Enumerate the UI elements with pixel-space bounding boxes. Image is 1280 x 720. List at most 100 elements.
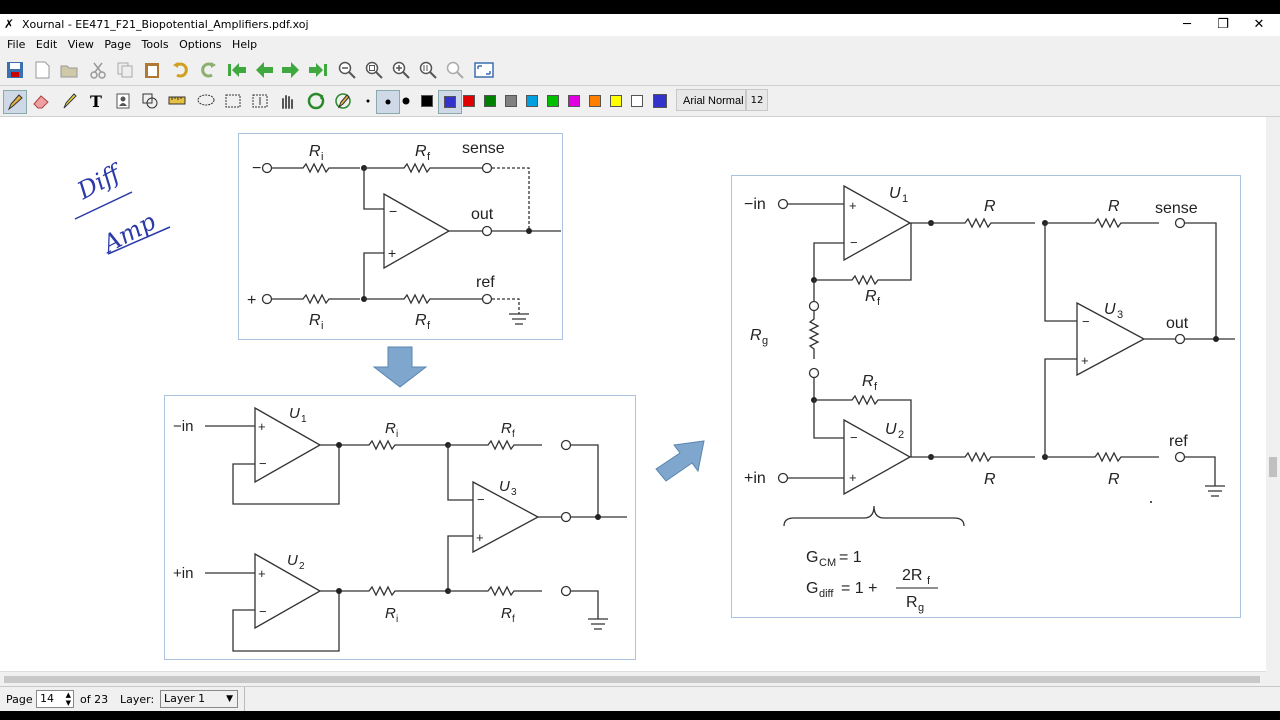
fullscreen-icon[interactable] bbox=[473, 59, 495, 81]
text-icon[interactable]: T bbox=[85, 90, 107, 112]
copy-icon[interactable] bbox=[114, 59, 136, 81]
thick-line-icon[interactable] bbox=[395, 90, 417, 112]
eraser-icon[interactable] bbox=[30, 90, 52, 112]
right-r-bot-right: R bbox=[1108, 471, 1120, 488]
previous-page-icon[interactable] bbox=[253, 59, 275, 81]
hand-icon[interactable] bbox=[276, 90, 298, 112]
bl-ri-bot: R bbox=[385, 605, 396, 622]
bl-u2-sub: 2 bbox=[299, 561, 305, 572]
shape-recognizer-icon[interactable] bbox=[139, 90, 161, 112]
pen-icon[interactable] bbox=[3, 90, 27, 114]
app-icon: ✗ bbox=[4, 17, 15, 31]
top-ri-bottom-sub: i bbox=[321, 320, 323, 332]
vertical-scroll-thumb[interactable] bbox=[1269, 457, 1277, 477]
ruler-icon[interactable] bbox=[166, 90, 188, 112]
page-label: Page bbox=[6, 693, 33, 706]
gdiff-frac-num-sub: f bbox=[927, 575, 931, 587]
undo-icon[interactable] bbox=[170, 59, 192, 81]
menu-view[interactable]: View bbox=[67, 38, 94, 51]
minimize-button[interactable]: ─ bbox=[1183, 17, 1191, 32]
svg-text:+: + bbox=[388, 245, 396, 261]
color-gray[interactable] bbox=[505, 95, 517, 107]
circuit-panel-instrumentation: −in +in U 1 U 2 U 3 R R R R R f R f R bbox=[731, 175, 1241, 618]
color-light-blue[interactable] bbox=[526, 95, 538, 107]
bl-u1-sub: 1 bbox=[301, 414, 307, 425]
first-page-icon[interactable] bbox=[226, 59, 248, 81]
color-orange[interactable] bbox=[589, 95, 601, 107]
svg-text:T: T bbox=[90, 92, 102, 110]
horizontal-scroll-thumb[interactable] bbox=[4, 676, 1260, 683]
page-number-input[interactable]: 14▲▼ bbox=[36, 690, 74, 708]
color-yellow[interactable] bbox=[610, 95, 622, 107]
bl-ri-bot-sub: i bbox=[396, 614, 398, 625]
svg-text:+: + bbox=[849, 198, 857, 213]
top-sense-label: sense bbox=[462, 140, 505, 157]
save-icon[interactable] bbox=[4, 59, 26, 81]
zoom-out-icon[interactable] bbox=[336, 59, 358, 81]
font-size[interactable]: 12 bbox=[746, 89, 768, 111]
menu-options[interactable]: Options bbox=[179, 38, 222, 51]
zoom-in-icon[interactable] bbox=[390, 59, 412, 81]
menu-help[interactable]: Help bbox=[232, 38, 258, 51]
svg-text:−: − bbox=[389, 203, 397, 219]
vertical-scrollbar[interactable] bbox=[1266, 117, 1280, 671]
color-selected-frame[interactable] bbox=[438, 90, 462, 114]
zoom-custom-icon[interactable] bbox=[444, 59, 466, 81]
highlighter-icon[interactable] bbox=[58, 90, 80, 112]
color-blue[interactable] bbox=[444, 96, 456, 108]
circuit-panel-basic: − + R i R f sense out ref R i R f − + bbox=[238, 133, 563, 340]
bl-rf-bot-sub: f bbox=[512, 614, 515, 625]
zoom-100-icon[interactable] bbox=[417, 59, 439, 81]
bl-ri-top-sub: i bbox=[396, 429, 398, 440]
color-magenta[interactable] bbox=[568, 95, 580, 107]
font-selector[interactable]: Arial Normal bbox=[676, 89, 746, 111]
menu-page[interactable]: Page bbox=[104, 38, 131, 51]
rect-select-icon[interactable] bbox=[222, 90, 244, 112]
menu-file[interactable]: File bbox=[7, 38, 26, 51]
redo-icon[interactable] bbox=[197, 59, 219, 81]
menu-edit[interactable]: Edit bbox=[35, 38, 58, 51]
layer-selector[interactable]: Layer 1▼ bbox=[160, 690, 238, 708]
cut-icon[interactable] bbox=[87, 59, 109, 81]
title-bar: ✗ Xournal - EE471_F21_Biopotential_Ampli… bbox=[0, 14, 1280, 36]
color-custom[interactable] bbox=[653, 94, 667, 108]
bl-u2-label: U bbox=[287, 552, 298, 569]
chevron-down-icon: ▼ bbox=[226, 694, 233, 704]
color-red[interactable] bbox=[463, 95, 475, 107]
top-ref-label: ref bbox=[476, 274, 495, 291]
svg-text:+: + bbox=[849, 470, 857, 485]
maximize-button[interactable]: ❐ bbox=[1217, 17, 1229, 32]
medium-line-icon[interactable] bbox=[376, 90, 400, 114]
default-tool-icon[interactable] bbox=[305, 90, 327, 112]
top-rf-sub: f bbox=[427, 151, 431, 163]
image-icon[interactable] bbox=[112, 90, 134, 112]
page-spinner-icon[interactable]: ▲▼ bbox=[65, 691, 71, 707]
next-page-icon[interactable] bbox=[280, 59, 302, 81]
color-black[interactable] bbox=[421, 95, 433, 107]
color-green[interactable] bbox=[484, 95, 496, 107]
bl-ri-top: R bbox=[385, 420, 396, 437]
new-icon[interactable] bbox=[31, 59, 53, 81]
menu-tools[interactable]: Tools bbox=[141, 38, 169, 51]
open-icon[interactable] bbox=[58, 59, 80, 81]
top-ri-bottom-label: R bbox=[309, 312, 321, 329]
pen-default-icon[interactable] bbox=[332, 90, 354, 112]
bl-rf-top: R bbox=[501, 420, 512, 437]
horizontal-scrollbar[interactable] bbox=[0, 671, 1266, 687]
gdiff-frac-den-sub: g bbox=[918, 602, 924, 614]
color-light-green[interactable] bbox=[547, 95, 559, 107]
bl-rf-bot: R bbox=[501, 605, 512, 622]
color-white[interactable] bbox=[631, 95, 643, 107]
thin-line-icon[interactable] bbox=[357, 90, 379, 112]
paste-icon[interactable] bbox=[141, 59, 163, 81]
top-rf-label: R bbox=[415, 143, 427, 160]
last-page-icon[interactable] bbox=[307, 59, 329, 81]
lasso-select-icon[interactable] bbox=[195, 90, 217, 112]
right-u2-label: U bbox=[885, 421, 897, 438]
close-button[interactable]: ✕ bbox=[1253, 17, 1265, 32]
bl-u1-label: U bbox=[289, 405, 300, 422]
document-canvas[interactable]: Diff Amp bbox=[0, 117, 1266, 671]
zoom-fit-icon[interactable] bbox=[363, 59, 385, 81]
vertical-space-icon[interactable] bbox=[249, 90, 271, 112]
main-toolbar bbox=[0, 55, 1280, 86]
